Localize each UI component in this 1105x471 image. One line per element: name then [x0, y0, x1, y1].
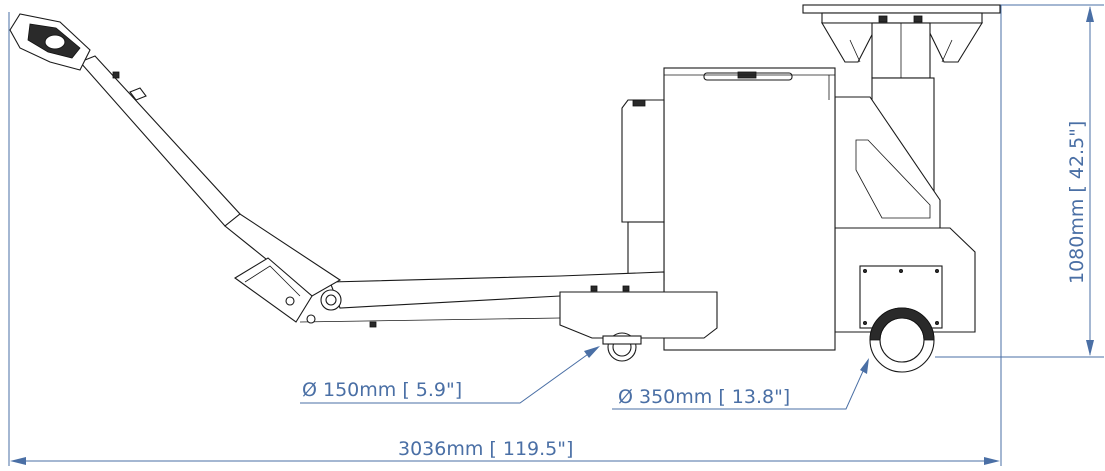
height-arrow-top — [1086, 6, 1094, 22]
tiller-foot — [234, 257, 313, 323]
dimension-labels: 3036mm [ 119.5"] Ø 150mm [ 5.9"] Ø 350mm… — [302, 121, 1088, 460]
tug-machine — [9, 4, 1001, 373]
handle-bar-frame — [855, 139, 931, 219]
control-box-lower — [627, 221, 665, 281]
small-wheel-diameter-label: Ø 150mm [ 5.9"] — [302, 379, 462, 401]
small-wheel-leader-arrow — [584, 346, 600, 358]
length-arrow-left — [10, 457, 26, 465]
length-arrow-right — [984, 457, 1000, 465]
dimension-lines — [8, 4, 1104, 466]
front-base — [559, 291, 718, 339]
top-bracket — [802, 4, 1001, 79]
overall-length-label: 3036mm [ 119.5"] — [398, 438, 573, 460]
large-wheel-leader-arrow — [860, 358, 869, 374]
height-arrow-bottom — [1086, 340, 1094, 356]
small-wheel — [602, 332, 642, 362]
small-wheel-leader — [300, 346, 599, 404]
large-wheel — [869, 307, 935, 373]
large-wheel-diameter-label: Ø 350mm [ 13.8"] — [618, 386, 790, 408]
tiller-arm — [79, 55, 241, 227]
large-wheel-leader — [612, 359, 869, 410]
access-plate — [859, 265, 943, 329]
control-box — [621, 99, 665, 223]
height-label: 1080mm [ 42.5"] — [1066, 121, 1088, 284]
